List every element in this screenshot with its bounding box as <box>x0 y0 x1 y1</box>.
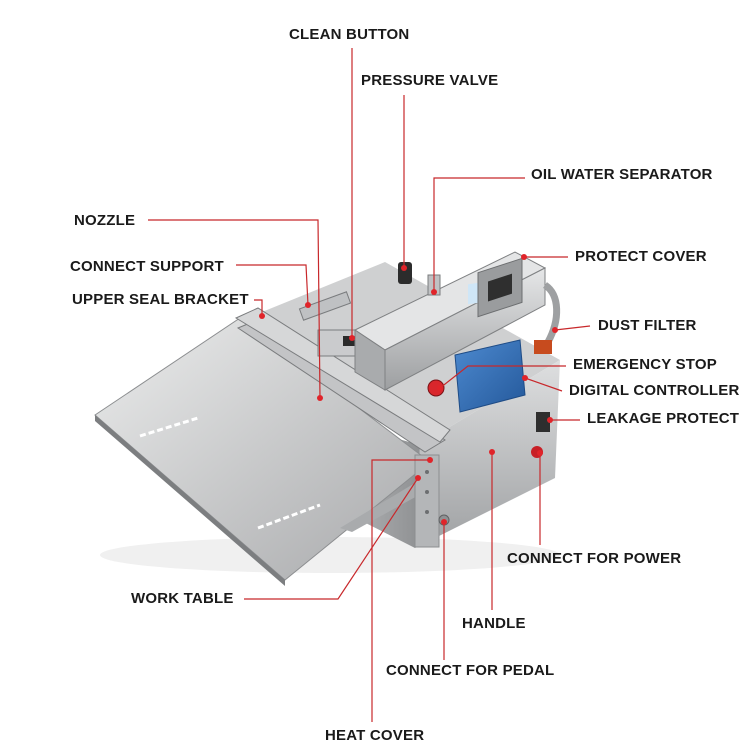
leader-oil-water-separator <box>433 177 525 292</box>
label-work-table: WORK TABLE <box>131 590 234 607</box>
label-clean-button: CLEAN BUTTON <box>289 26 410 43</box>
table-support <box>340 480 428 532</box>
marker-nozzle <box>317 395 323 401</box>
leader-nozzle <box>148 219 321 399</box>
column-screw-1 <box>425 470 429 474</box>
floor-shadow <box>100 537 560 573</box>
marker-handle <box>489 449 495 455</box>
table-mark-2 <box>257 503 321 530</box>
marker-protect-cover <box>521 254 527 260</box>
marker-emergency-stop <box>437 385 443 391</box>
marker-connect-for-pedal <box>441 519 447 525</box>
handle-grip <box>488 273 512 302</box>
label-connect-for-power: CONNECT FOR POWER <box>507 550 682 567</box>
marker-clean-button <box>349 335 355 341</box>
column-screw-3 <box>425 510 429 514</box>
marker-connect-for-power <box>537 450 543 456</box>
leader-dust-filter <box>554 325 591 331</box>
nozzle-switch <box>343 336 355 346</box>
callout-markers <box>259 254 558 525</box>
label-digital-controller: DIGITAL CONTROLLER <box>569 382 740 399</box>
column-screw-2 <box>425 490 429 494</box>
dust-filter-hose <box>542 282 561 344</box>
marker-connect-support <box>305 302 311 308</box>
label-pressure-valve: PRESSURE VALVE <box>361 72 499 89</box>
label-dust-filter: DUST FILTER <box>598 317 697 334</box>
leader-upper-seal-bracket <box>254 299 263 316</box>
label-handle: HANDLE <box>462 615 526 632</box>
marker-oil-water-separator <box>431 289 437 295</box>
marker-leakage-protect <box>547 417 553 423</box>
label-emergency-stop: EMERGENCY STOP <box>573 356 717 373</box>
marker-upper-seal-bracket <box>259 313 265 319</box>
label-connect-support: CONNECT SUPPORT <box>70 258 224 275</box>
marker-pressure-valve <box>401 265 407 271</box>
marker-digital-controller <box>522 375 528 381</box>
label-heat-cover: HEAT COVER <box>325 727 425 744</box>
label-nozzle: NOZZLE <box>74 212 136 229</box>
side-column <box>414 454 440 548</box>
work-table-edge <box>95 415 285 586</box>
body-front <box>415 360 560 548</box>
label-leakage-protect: LEAKAGE PROTECT <box>587 410 740 427</box>
machine-illustration <box>94 251 561 586</box>
controller-panel <box>454 339 526 413</box>
label-upper-seal-bracket: UPPER SEAL BRACKET <box>72 291 249 308</box>
label-oil-water-separator: OIL WATER SEPARATOR <box>531 166 713 183</box>
dust-filter-cap <box>534 340 552 354</box>
marker-heat-cover <box>427 457 433 463</box>
upper-seal-bracket-bar <box>234 307 451 443</box>
marker-dust-filter <box>552 327 558 333</box>
leader-heat-cover <box>371 459 430 722</box>
callout-leaders <box>148 48 591 722</box>
leader-work-table <box>244 477 419 600</box>
emergency-stop-button <box>427 379 445 397</box>
leader-digital-controller <box>524 377 563 392</box>
label-connect-for-pedal: CONNECT FOR PEDAL <box>386 662 555 679</box>
protect-cover-end <box>354 329 386 391</box>
leader-emergency-stop <box>439 365 566 389</box>
leader-connect-support <box>236 264 309 306</box>
support-arm <box>298 291 352 321</box>
label-protect-cover: PROTECT COVER <box>575 248 707 265</box>
marker-work-table <box>415 475 421 481</box>
leakage-switch <box>536 412 550 432</box>
table-mark-1 <box>139 416 199 438</box>
